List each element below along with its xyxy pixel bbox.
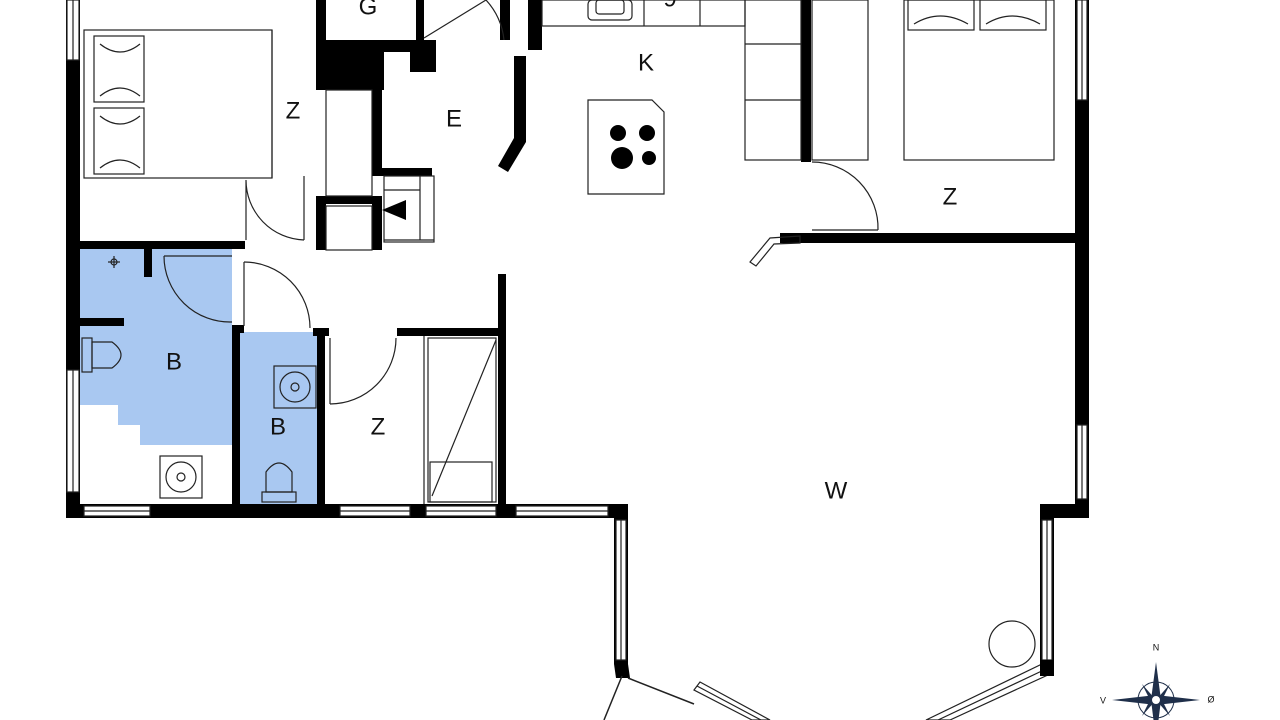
room-label-g: G <box>359 0 378 20</box>
room-label-e: E <box>446 105 462 132</box>
bed-east <box>903 0 1055 161</box>
compass-rose: N V Ø <box>1100 642 1215 720</box>
stove-island <box>587 99 665 195</box>
storage-shelf <box>325 89 373 197</box>
closet-fixtures <box>423 336 497 504</box>
room-label-z-northwest: Z <box>286 97 301 124</box>
kitchen-counters <box>541 0 869 161</box>
round-table <box>988 620 1036 668</box>
room-label-k: K <box>638 49 654 76</box>
room-label-b-small: B <box>270 413 286 440</box>
bed-northwest <box>83 29 273 179</box>
compass-north: N <box>1153 642 1160 652</box>
room-label-w: W <box>825 477 848 504</box>
compass-west: V <box>1100 695 1106 705</box>
windows <box>66 0 1088 720</box>
room-label-z-east: Z <box>943 183 958 210</box>
bathroom-small-floor <box>240 332 317 504</box>
room-label-b-large: B <box>166 348 182 375</box>
room-label-9: 9 <box>663 0 676 12</box>
toilet-small <box>261 462 297 503</box>
sink-large <box>159 455 203 499</box>
sink-small <box>273 365 317 409</box>
bay-walls <box>603 660 1054 720</box>
shower-drain <box>108 256 120 268</box>
toilet-large <box>81 337 122 373</box>
bathroom-large-floor <box>80 247 232 445</box>
doors <box>163 0 879 405</box>
room-labels: G 9 K Z E Z B B Z W <box>166 0 957 504</box>
stairs <box>325 175 435 251</box>
compass-east: Ø <box>1207 694 1214 704</box>
room-label-z-small: Z <box>371 413 386 440</box>
